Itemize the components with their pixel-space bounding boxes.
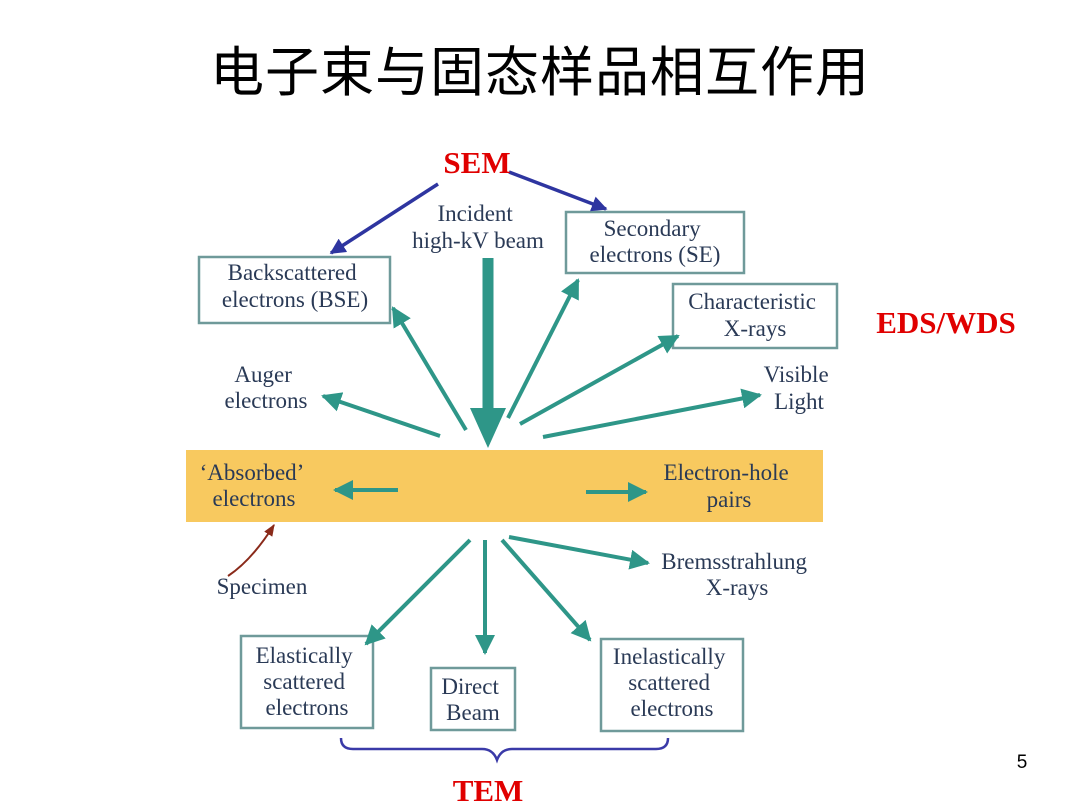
sem-arrow-se — [508, 170, 608, 212]
arrow-bse — [391, 306, 468, 432]
bse-label: Backscattered electrons (BSE) — [222, 260, 368, 312]
absorbed-label: ‘Absorbed’ electrons — [200, 460, 309, 511]
tem-brace — [339, 737, 670, 764]
auger-label: Auger electrons — [224, 362, 307, 413]
direct-box — [429, 666, 517, 732]
se-box — [564, 210, 746, 275]
bse-box — [197, 255, 392, 325]
xray-box — [671, 282, 839, 350]
arrow-visible — [542, 388, 762, 439]
visible-label: Visible Light — [764, 362, 835, 414]
tem-label: TEM — [453, 773, 524, 808]
electron-hole-label: Electron-hole pairs — [664, 460, 795, 512]
elastic-box — [239, 634, 375, 730]
incident-label: Incident high-kV beam — [412, 201, 544, 253]
arrow-auger — [321, 392, 441, 438]
direct-label: Direct Beam — [441, 674, 504, 725]
elastic-label: Elastically scattered electrons — [256, 643, 359, 720]
page-number: 5 — [1017, 752, 1028, 773]
incident-beam-arrowhead — [470, 408, 506, 448]
arrow-elastic — [364, 538, 472, 646]
arrow-characteristic — [519, 334, 680, 426]
specimen-label: Specimen — [217, 574, 308, 599]
brems-label: Bremsstrahlung X-rays — [661, 549, 812, 600]
specimen-band — [186, 450, 823, 522]
arrow-brems — [508, 535, 650, 570]
slide-title: 电子束与固态样品相互作用 — [210, 41, 870, 104]
specimen-pointer-arrow — [227, 523, 275, 577]
inelastic-label: Inelastically scattered electrons — [613, 644, 731, 721]
arrow-inelastic — [500, 538, 592, 642]
sem-arrow-bse — [329, 182, 439, 255]
characteristic-label: Characteristic X-rays — [688, 289, 821, 341]
sem-label: SEM — [443, 145, 510, 180]
arrow-se — [506, 278, 580, 419]
inelastic-box — [599, 637, 745, 733]
eds-wds-label: EDS/WDS — [876, 305, 1016, 340]
secondary-label: Secondary electrons (SE) — [590, 216, 721, 267]
